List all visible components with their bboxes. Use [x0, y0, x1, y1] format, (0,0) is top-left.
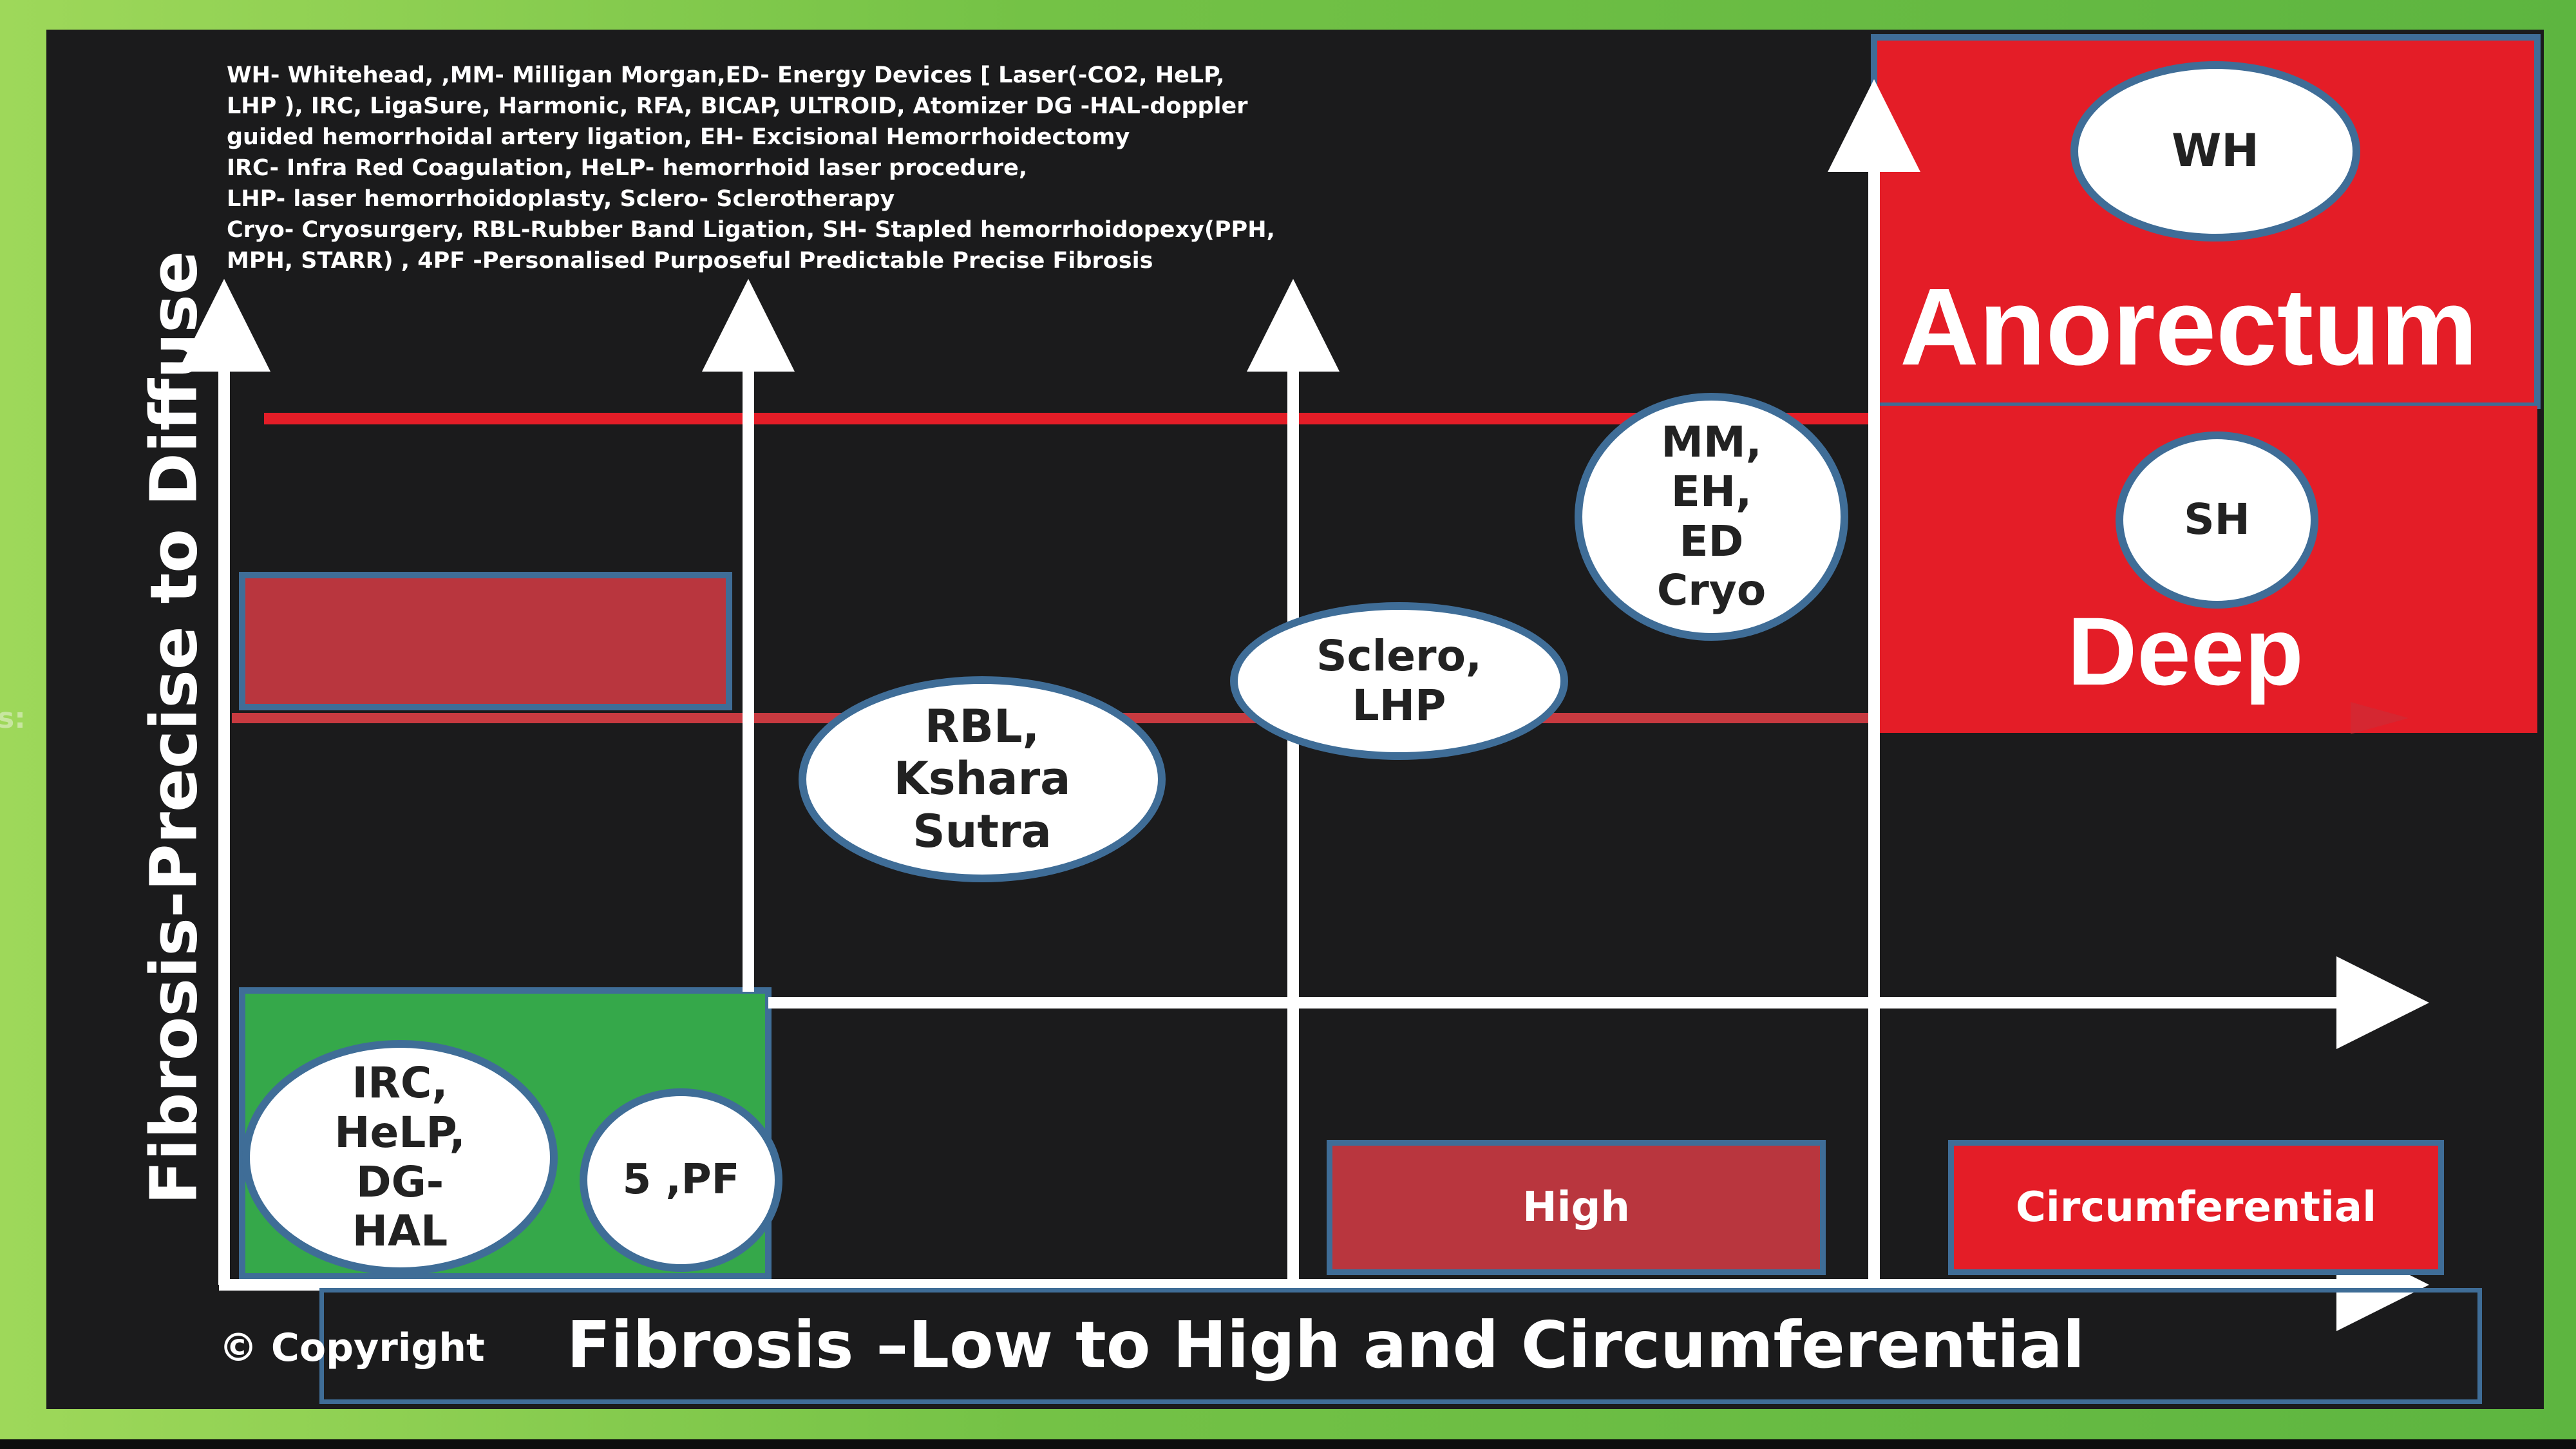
rbl-kshara-sutra-bubble: RBL, Kshara Sutra — [799, 676, 1166, 882]
copyright-text: © Copyright — [219, 1325, 485, 1370]
circumferential-box: Circumferential — [1948, 1140, 2444, 1275]
dark-red-box — [239, 572, 732, 710]
abbreviation-legend: WH- Whitehead, ,MM- Milligan Morgan,ED- … — [227, 62, 1275, 274]
high-box: High — [1327, 1140, 1826, 1275]
deep-label: Deep — [2067, 597, 2304, 705]
mm-eh-ed-cryo-bubble: MM, EH, ED Cryo — [1575, 393, 1848, 641]
stray-text: s: — [0, 702, 26, 735]
x-axis-label: Fibrosis –Low to High and Circumferentia… — [567, 1307, 2085, 1383]
anorectum-label: Anorectum — [1900, 266, 2478, 388]
y-axis-label: Fibrosis-Precise to Diffuse — [136, 251, 212, 1205]
faint-red-arrowhead — [2351, 702, 2409, 734]
4pf-bubble: 5 ,PF — [580, 1088, 782, 1272]
x-axis-label-frame — [319, 1288, 2482, 1404]
irc-help-dghal-bubble: IRC, HeLP, DG- HAL — [242, 1040, 558, 1275]
wh-bubble: WH — [2070, 61, 2360, 242]
bottom-band — [0, 1439, 2576, 1449]
sclero-lhp-bubble: Sclero, LHP — [1230, 602, 1568, 760]
sh-bubble: SH — [2116, 431, 2318, 609]
